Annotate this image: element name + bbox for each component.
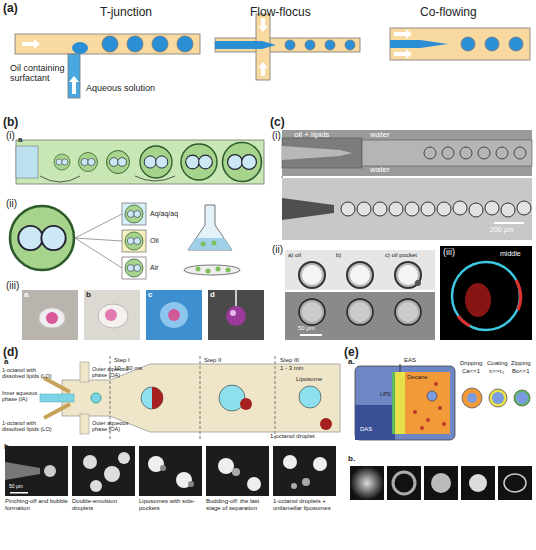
panel-label: (a) [3,2,18,15]
panel-label: a [18,136,22,145]
image-caption: 1-octanol droplets + unilamellar liposom… [273,498,336,511]
step-label: 10 - 50 ms [114,365,142,372]
co-flowing-chip [390,28,530,60]
figure-label: a) oil [288,252,301,259]
figure-label: Ca<<1 [462,368,480,375]
panel-label: d [210,291,215,300]
figure-label: LiPS [380,392,391,398]
panel-label: (iii) [443,248,455,258]
double-droplet-applications [10,203,240,279]
panel-label: b. [348,455,355,464]
droplet-photos [22,290,264,340]
figure-label: Air [150,264,159,272]
figure-label: Aqueous solution [86,84,162,94]
vesicle-photos [285,246,532,340]
panel-label: a. [348,358,355,367]
step-label: Step I [114,357,130,364]
scheme-title: Flow-flocus [250,6,311,19]
panel-label: a [24,291,28,300]
figure-label: Zipping [511,360,531,367]
panel-label: c [148,291,152,300]
figure-label: Outer aqueous phase (OA) [92,420,132,432]
figure-label: Liposome [296,376,322,383]
step-label: Step III [280,357,299,364]
lipid-microfluidic-chip [282,130,532,240]
image-caption: Budding-off: the last stage of separatio… [206,498,269,511]
figure-label: Inner aqueous phase (IA) [2,390,40,402]
panel-label: a [4,358,8,367]
panel-label: (i) [6,130,15,141]
panel-label: (b) [3,116,18,129]
image-caption: Pinching-off and bubble formation [5,498,68,511]
panel-label: b [86,291,91,300]
figure-label: 1-octanol with dissolved lipids (LO) [2,367,52,379]
panel-label: b [4,443,9,452]
scale-bar: 200 µm [490,226,514,234]
scheme-title: T-junction [100,6,152,19]
scheme-title: Co-flowing [420,6,477,19]
scale-bar: 50 µm [298,325,315,332]
figure-label: oil + lipids [294,131,329,140]
figure-label: Dripping [460,360,482,367]
figure-label: water [370,131,390,140]
figure-label: water [370,166,390,175]
figure-label: Coating [487,360,508,367]
figure-label: c) oil pocket [385,252,417,259]
figure-label: Decane [407,374,428,381]
flow-focus-chip [215,14,360,80]
panel-label: (i) [272,130,281,141]
image-caption: Liposomes with side-pockets [139,498,202,511]
octanol-assisted-liposome-assembly [5,356,340,496]
figure-label: Bo<<1 [512,368,530,375]
scale-bar: 50 µm [9,484,23,490]
emulsion-transfer-schematic [350,364,532,500]
figure-label: 1-octanol droplet [270,433,315,440]
panel-label: (iii) [6,280,19,291]
panel-label: (c) [270,116,285,129]
panel-label: (ii) [6,198,17,209]
figure-label: 1-octanol with dissolved lipids (LO) [2,420,52,432]
figure-label: τᵢ>>τ₀ [489,368,504,375]
double-droplet-channel [16,140,264,184]
figure-label: Oil containing surfactant [10,64,72,84]
figure-label: middle [500,250,521,258]
step-label: 1 - 3 min [280,365,303,372]
figure-label: Aq/aq/aq [150,210,178,218]
figure-label: b) [336,252,341,259]
image-caption: Double-emulsion droplets [72,498,135,511]
panel-label: (ii) [272,244,283,255]
figure-label: Oil [150,237,159,245]
figure-label: DAS [360,426,372,433]
step-label: Step II [204,357,221,364]
figure-label: EAS [404,357,416,364]
